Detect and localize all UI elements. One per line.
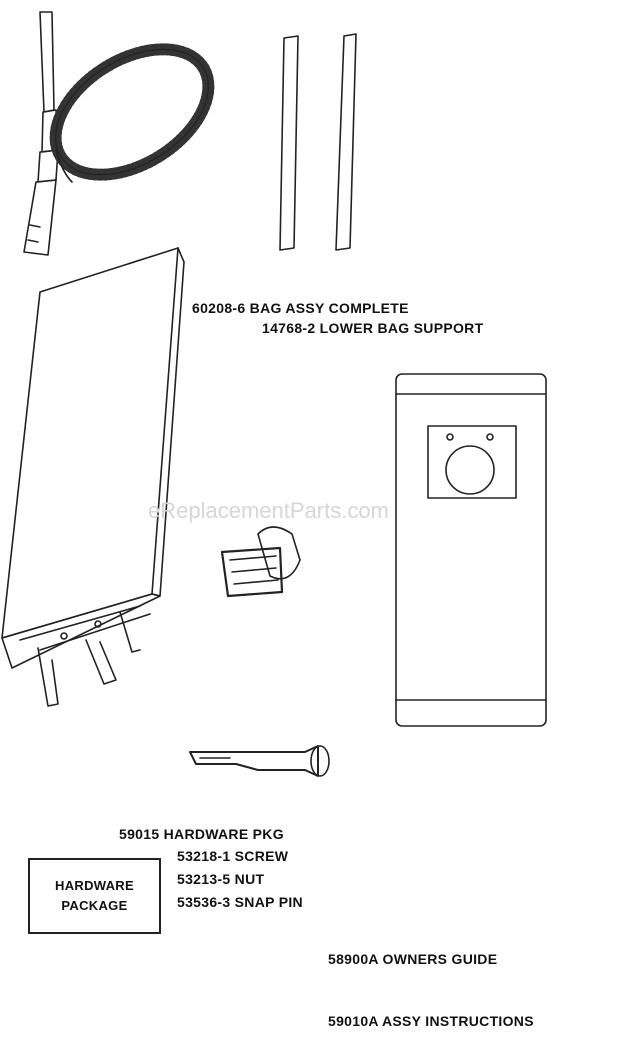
bag-assembly <box>1 247 185 707</box>
label-screw: 53218-1 SCREW <box>177 848 289 864</box>
lower-bag-support-strips <box>279 33 357 251</box>
label-lower-bag-support: 14768-2 LOWER BAG SUPPORT <box>262 320 484 336</box>
label-nut: 53213-5 NUT <box>177 871 265 887</box>
watermark-text: eReplacementParts.com <box>148 498 389 523</box>
label-snap-pin: 53536-3 SNAP PIN <box>177 894 303 910</box>
label-assy-instructions: 59010A ASSY INSTRUCTIONS <box>328 1013 534 1029</box>
hardware-box-line2: PACKAGE <box>61 898 128 913</box>
hardware-package-box: HARDWARE PACKAGE <box>28 858 161 934</box>
hardware-box-line1: HARDWARE <box>55 878 134 893</box>
label-owners-guide: 58900A OWNERS GUIDE <box>328 951 498 967</box>
paper-bag <box>395 373 547 727</box>
hose-assembly <box>23 11 215 256</box>
crevice-tool <box>189 745 330 777</box>
label-hardware-pkg: 59015 HARDWARE PKG <box>119 826 284 842</box>
label-bag-assy: 60208-6 BAG ASSY COMPLETE <box>192 300 409 316</box>
adapter-fitting <box>220 526 301 598</box>
